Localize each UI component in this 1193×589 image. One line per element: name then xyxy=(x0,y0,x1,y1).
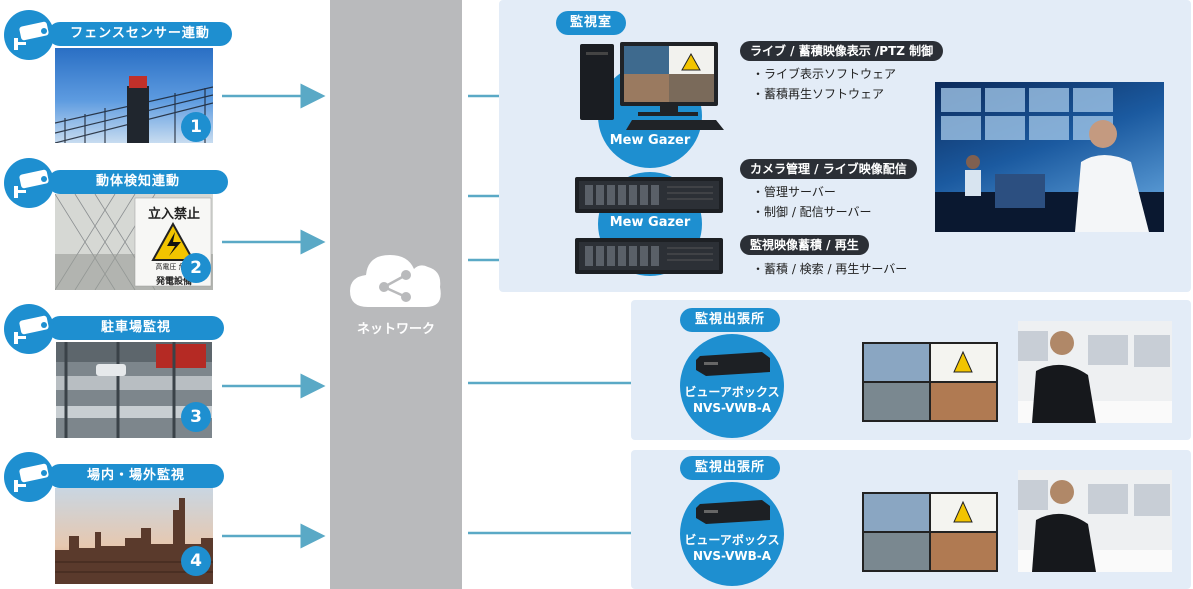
section-title-camera: カメラ管理 / ライブ映像配信 xyxy=(740,159,917,179)
section-title-live: ライブ / 蓄積映像表示 /PTZ 制御 xyxy=(740,41,944,61)
security-guard-photo xyxy=(1018,321,1172,423)
viewer-box-badge xyxy=(680,482,784,586)
mewgazer-label: Mew Gazer xyxy=(609,133,691,148)
network-label: ネットワーク xyxy=(356,322,435,337)
viewer-box-model: NVS-VWB-A xyxy=(692,401,772,415)
cctv-camera-icon xyxy=(14,21,49,50)
parking-photo xyxy=(56,342,212,438)
camera-label-motion: 動体検知連動 xyxy=(48,170,228,194)
camera-number-4: 4 xyxy=(181,546,211,576)
viewer-box-name: ビューアボックス xyxy=(684,385,780,399)
sign-subtext: 発電設備 xyxy=(155,277,192,287)
feature-item: ・管理サーバー xyxy=(752,185,836,199)
camera-label-fence: フェンスセンサー連動 xyxy=(48,22,232,46)
camera-number-3: 3 xyxy=(181,402,211,432)
branch-office-title: 監視出張所 xyxy=(680,456,780,480)
fence-sensor-photo xyxy=(55,48,213,143)
viewer-box-badge xyxy=(680,334,784,438)
control-room-photo xyxy=(935,82,1164,232)
camera-number-1: 1 xyxy=(181,112,211,142)
server-rack-icon xyxy=(575,238,723,274)
monitor-room-title: 監視室 xyxy=(556,11,626,35)
viewer-box-name: ビューアボックス xyxy=(684,533,780,547)
viewer-box-device-icon xyxy=(696,500,770,524)
sign-text: 立入禁止 xyxy=(147,207,200,222)
cctv-camera-icon xyxy=(14,315,49,344)
section-title-record: 監視映像蓄積 / 再生 xyxy=(740,235,869,255)
feature-item: ・蓄積 / 検索 / 再生サーバー xyxy=(752,262,908,276)
camera-label-site: 場内・場外監視 xyxy=(48,464,224,488)
security-guard-photo xyxy=(1018,470,1172,572)
feature-item: ・蓄積再生ソフトウェア xyxy=(752,87,885,101)
quad-view-screen xyxy=(862,342,998,422)
feature-item: ・制御 / 配信サーバー xyxy=(752,205,872,219)
viewer-box-device-icon xyxy=(696,352,770,376)
branch-office-title: 監視出張所 xyxy=(680,308,780,332)
sign-subtext: 高電圧 危険 xyxy=(155,263,193,271)
viewer-box-model: NVS-VWB-A xyxy=(692,549,772,563)
cctv-camera-icon xyxy=(14,169,49,198)
camera-label-parking: 駐車場監視 xyxy=(48,316,224,340)
feature-item: ・ライブ表示ソフトウェア xyxy=(752,67,897,81)
cloud-network-icon xyxy=(350,255,441,307)
workstation-pc-icon xyxy=(580,42,724,130)
server-rack-icon xyxy=(575,177,723,213)
camera-number-2: 2 xyxy=(181,253,211,283)
quad-view-screen xyxy=(862,492,998,572)
mewgazer-label: Mew Gazer xyxy=(609,215,691,230)
cctv-camera-icon xyxy=(14,463,49,492)
